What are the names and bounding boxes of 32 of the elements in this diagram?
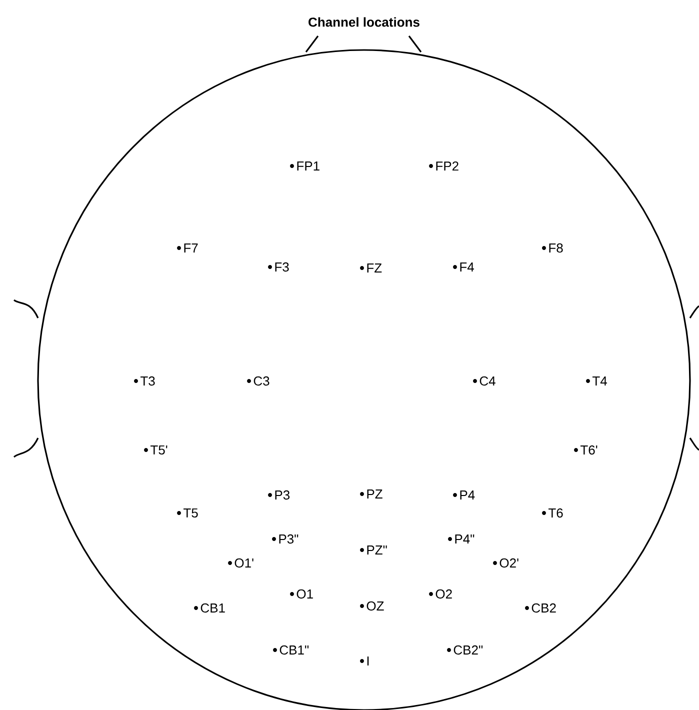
channel-label: F3 xyxy=(275,262,289,272)
channel-label: CB1 xyxy=(200,603,225,613)
channel-label: OZ xyxy=(366,601,384,611)
channel-label: F7 xyxy=(184,244,198,252)
channel-label: C4 xyxy=(480,376,496,386)
channel-label: P3" xyxy=(279,534,298,544)
channel-label: C3 xyxy=(254,376,270,386)
channel-label: T5 xyxy=(184,508,198,518)
channel-label: P4" xyxy=(455,534,474,544)
channel-label: CB2 xyxy=(532,603,556,613)
channel-label: FP1 xyxy=(297,162,320,170)
channel-label: T6 xyxy=(548,508,563,518)
channel-label: T4 xyxy=(592,376,607,386)
channel-label: T6' xyxy=(580,445,598,455)
channel-label: O1' xyxy=(234,558,254,568)
channel-label: PZ xyxy=(367,490,382,498)
title: Channel locations xyxy=(308,17,420,27)
channel-label: F8 xyxy=(549,243,563,253)
channel-label: O2' xyxy=(500,558,518,568)
channel-label: I xyxy=(367,656,369,666)
channel-label: P3 xyxy=(275,490,290,500)
channel-label: FP2 xyxy=(436,161,458,171)
channel-label: P4 xyxy=(460,490,475,500)
channel-label: T3 xyxy=(140,376,155,386)
channel-label: FZ xyxy=(367,264,382,272)
channel-label: O2 xyxy=(436,589,452,599)
channel-label: F4 xyxy=(460,262,474,272)
channel-label: O1 xyxy=(296,589,313,599)
channel-label: CB1" xyxy=(280,645,309,655)
channel-label: T5' xyxy=(150,445,168,455)
channel-label: PZ" xyxy=(367,546,387,554)
channel-label: CB2" xyxy=(454,645,483,655)
